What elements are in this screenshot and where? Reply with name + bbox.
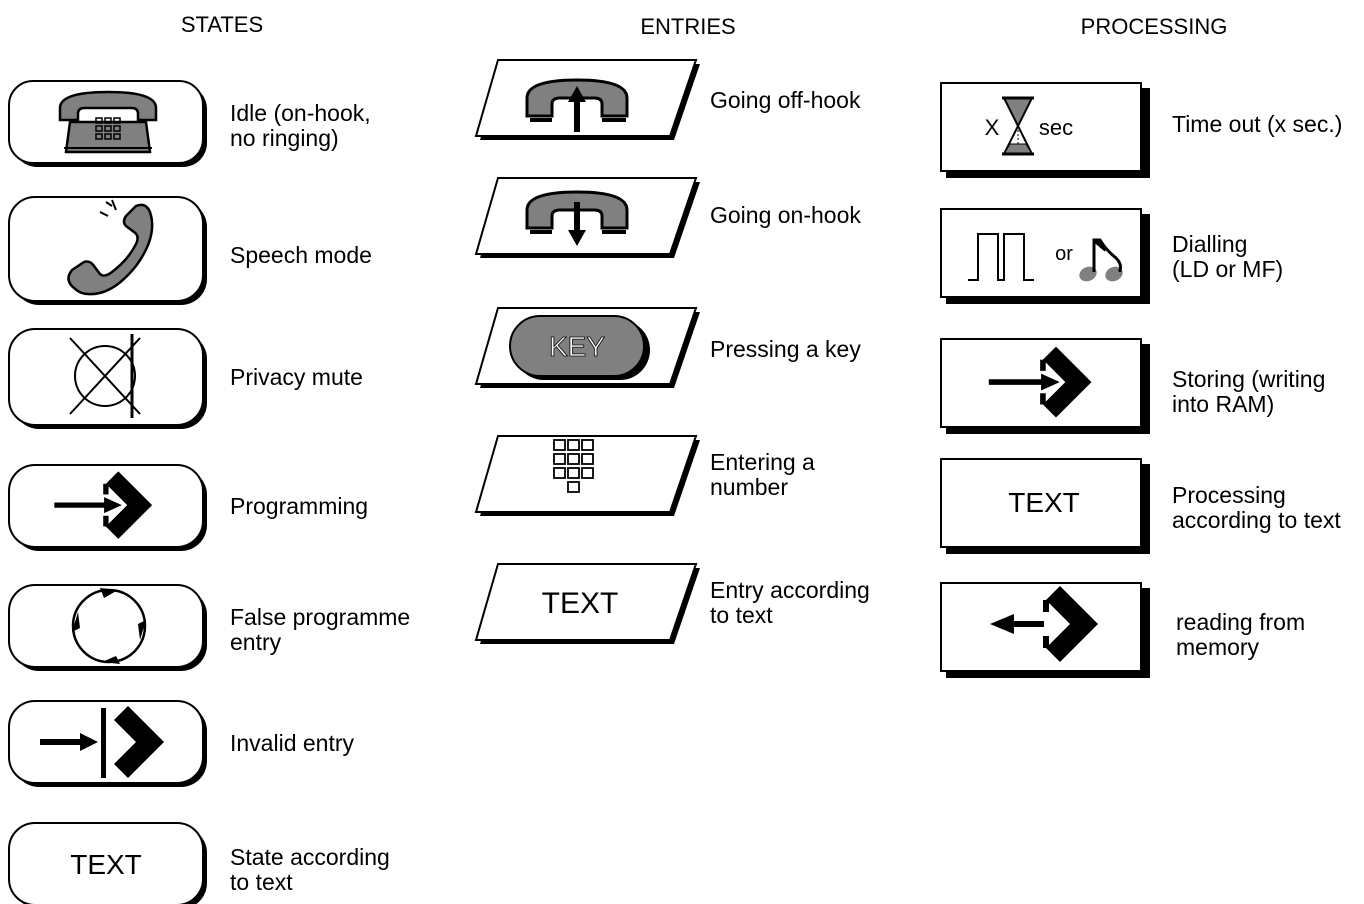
state-programming-symbol [8,464,207,551]
state-privacy-mute-symbol [8,328,207,429]
processing-text-symbol-text: TEXT [1008,487,1080,518]
handset-up-arrow-icon [525,78,629,132]
keypad-icon [553,439,594,493]
processing-dialling-label: Dialling (LD or MF) [1172,231,1284,282]
state-invalid-entry-label: Invalid entry [230,730,355,756]
entry-text-symbol-text: TEXT [542,587,619,620]
entry-off-hook-label: Going off-hook [710,87,861,113]
states-heading: STATES [180,12,264,37]
state-speech-label: Speech mode [230,242,372,268]
blocked-arrow-icon [40,706,164,778]
entry-number-label: Entering a number [710,449,815,500]
state-text-symbol-text: TEXT [70,849,142,880]
hourglass-icon [1002,96,1034,156]
entry-number-symbol [474,435,700,516]
state-text-symbol: TEXT [8,822,207,904]
entry-on-hook-label: Going on-hook [710,202,861,228]
entry-key-symbol: KEY [474,307,700,388]
entry-off-hook-symbol [474,59,700,140]
processing-timeout-symbol: X sec [940,82,1150,178]
entry-text-label: Entry according to text [710,577,870,628]
processing-storing-symbol [940,338,1150,434]
state-programming-label: Programming [230,493,369,519]
state-invalid-entry-symbol [8,700,207,787]
state-privacy-mute-label: Privacy mute [230,364,363,390]
processing-reading-label: reading from memory [1176,609,1306,660]
read-arrow-icon [990,586,1098,662]
dialling-or-text: or [1055,243,1073,265]
processing-timeout-label: Time out (x sec.) [1172,111,1343,137]
circular-arrows-icon [71,588,147,664]
processing-dialling-symbol: or [940,208,1150,304]
entry-key-label: Pressing a key [710,336,861,362]
timeout-x-text: X [985,115,1000,140]
processing-text-symbol: TEXT [940,458,1150,554]
state-idle-label: Idle (on-hook, no ringing) [230,100,371,151]
timeout-sec-text: sec [1039,115,1073,140]
crossed-microphone-icon [69,334,141,418]
state-text-label: State according to text [230,844,390,895]
pulse-and-note-icon [968,233,1123,282]
entries-heading: ENTRIES [640,14,736,39]
processing-storing-label: Storing (writing into RAM) [1172,366,1326,417]
handset-speech-icon [67,199,154,296]
telephone-on-hook-icon [58,90,158,154]
processing-reading-symbol [940,582,1150,678]
state-false-entry-symbol [8,584,207,671]
processing-heading: PROCESSING [1080,14,1228,39]
key-symbol-text: KEY [549,331,605,362]
entry-text-symbol: TEXT [474,563,700,644]
state-idle-symbol [8,80,207,167]
entry-on-hook-symbol [474,177,700,258]
state-false-entry-label: False programme entry [230,604,411,655]
state-speech-symbol [8,196,207,305]
processing-text-label: Processing according to text [1172,482,1341,533]
handset-down-arrow-icon [525,190,629,246]
